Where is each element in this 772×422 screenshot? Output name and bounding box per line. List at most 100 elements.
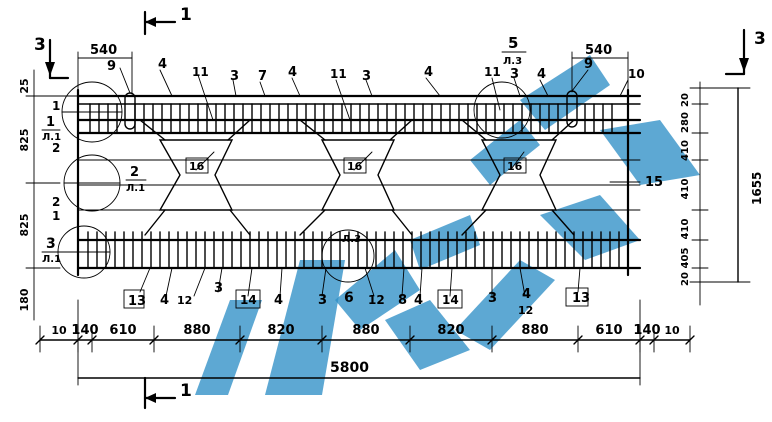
callout-6-sheet: Л.3 — [342, 234, 361, 245]
dimension-label: 10 — [51, 324, 67, 337]
dimension-label: 610 — [595, 323, 622, 338]
callout-11: 11 — [192, 65, 209, 79]
dimension-label: 10 — [664, 324, 680, 337]
stirrups-top — [89, 103, 613, 134]
dimension-slash — [405, 335, 415, 345]
callout-13: 13 — [128, 294, 146, 309]
left-dimension-labels: 25 825 825 180 — [18, 78, 31, 311]
circle-labels: 1 Л.1 2 Л.1 3 Л.1 2 2 1 1 — [41, 99, 147, 265]
section-mark-right: 3 — [724, 28, 766, 76]
top-dimensions: 540 540 — [77, 43, 629, 99]
bottom-dimension-ticks — [35, 325, 695, 353]
callouts-mid: 16 16 16 15 — [185, 157, 663, 190]
right-dimension-labels: 20 280 410 410 410 405 20 — [680, 93, 691, 286]
dimension-slash — [317, 335, 327, 345]
callout-13: 13 — [572, 291, 590, 306]
callout-3: 3 — [510, 67, 519, 82]
callouts-top: 9 4 11 3 7 4 11 3 4 11 3 4 9 10 5 Л.3 — [107, 34, 645, 84]
callout-10: 10 — [628, 67, 645, 81]
callout-11: 11 — [330, 67, 347, 81]
dimension-label: 280 — [680, 112, 691, 133]
dimension-slash — [73, 335, 83, 345]
dimension-slash — [35, 335, 45, 345]
dimension-slash — [87, 335, 97, 345]
callout-8: 8 — [398, 293, 407, 308]
dimension-slash — [487, 335, 497, 345]
callout-4: 4 — [274, 293, 283, 308]
dimension-label: 180 — [18, 288, 31, 311]
circle-2-sheet: Л.1 — [126, 183, 145, 194]
dimension-label: 880 — [183, 323, 210, 338]
right-dimension-lines — [689, 81, 751, 306]
section-mark-bottom: 1 — [143, 376, 192, 410]
callout-4: 4 — [414, 293, 423, 308]
dim-top-left: 540 — [90, 43, 117, 58]
callout-11: 11 — [484, 65, 501, 79]
circle-3-number: 3 — [46, 236, 56, 252]
openings — [139, 119, 575, 236]
dimension-label: 140 — [633, 323, 660, 338]
callout-4: 4 — [537, 67, 546, 82]
dimension-label: 410 — [680, 219, 691, 240]
callout-9-right: 9 — [584, 57, 593, 72]
callout-14: 14 — [442, 293, 459, 307]
circle-1-number: 1 — [46, 115, 55, 130]
circle-1-sheet: Л.1 — [42, 132, 61, 143]
dim-top-right: 540 — [585, 43, 612, 58]
callout-7: 7 — [258, 69, 267, 84]
section-mark-top-label: 1 — [180, 5, 192, 25]
dimension-label: 820 — [437, 323, 464, 338]
section-mark-top: 1 — [143, 5, 192, 36]
callout-12: 12 — [177, 294, 192, 307]
side-label-2: 2 — [52, 195, 60, 209]
callout-16: 16 — [347, 160, 363, 173]
section-mark-bottom-label: 1 — [180, 381, 192, 401]
dimension-label: 20 — [680, 272, 691, 286]
dimension-slash — [649, 335, 659, 345]
section-mark-right-label: 3 — [754, 29, 766, 49]
callout-12: 12 — [518, 304, 533, 317]
circle-2-number: 2 — [130, 165, 139, 180]
callouts-bottom: 13 4 12 3 14 4 3 12 8 4 14 3 4 12 13 6 Л… — [123, 234, 590, 317]
side-label-1: 1 — [52, 99, 60, 113]
leaders — [139, 69, 641, 297]
dimension-label: 25 — [18, 78, 31, 93]
callout-9-left: 9 — [107, 59, 116, 74]
callout-4: 4 — [288, 65, 297, 80]
dimension-slash — [685, 335, 695, 345]
dimension-slash — [149, 335, 159, 345]
watermark — [195, 55, 700, 395]
callout-5: 5 — [508, 34, 518, 52]
dimension-slash — [573, 335, 583, 345]
dimension-label: 880 — [352, 323, 379, 338]
callout-5-sheet: Л.3 — [503, 56, 522, 67]
right-dimension-ticks — [691, 87, 709, 283]
dimension-label: 410 — [680, 179, 691, 200]
stirrups-bottom — [87, 231, 620, 269]
callout-16: 16 — [189, 160, 205, 173]
total-length-label: 5800 — [330, 360, 369, 376]
callout-14: 14 — [240, 293, 257, 307]
callout-4: 4 — [160, 293, 169, 308]
dimension-label: 405 — [680, 248, 691, 269]
dimension-label: 825 — [18, 129, 31, 152]
callout-3: 3 — [214, 281, 223, 296]
detail-circles — [57, 81, 531, 283]
dimension-label: 825 — [18, 214, 31, 237]
dimension-label: 880 — [521, 323, 548, 338]
dimension-label: 610 — [109, 323, 136, 338]
callout-4: 4 — [522, 287, 531, 302]
dimension-slash — [635, 335, 645, 345]
dimension-label: 20 — [680, 93, 691, 107]
dimension-slash — [235, 335, 245, 345]
callout-3: 3 — [362, 69, 371, 84]
side-label-2: 2 — [52, 141, 60, 155]
section-mark-left-label: 3 — [34, 35, 46, 55]
callout-16: 16 — [507, 160, 523, 173]
dimension-label: 410 — [680, 140, 691, 161]
callout-12: 12 — [368, 293, 385, 307]
callout-3: 3 — [488, 291, 497, 306]
left-dimension-lines — [25, 69, 79, 321]
